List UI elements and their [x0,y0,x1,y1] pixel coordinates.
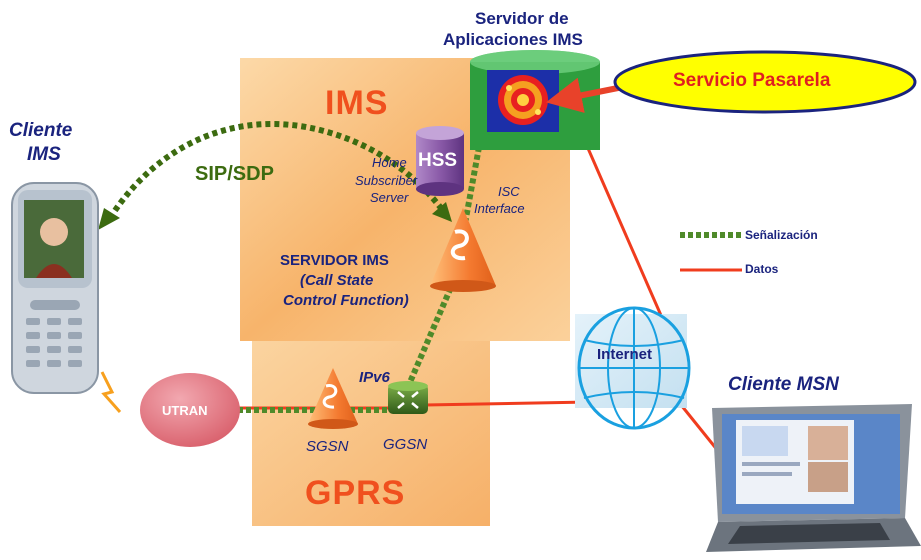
app-server [470,50,600,150]
ggsn-label: GGSN [383,436,428,453]
ggsn-router [388,381,428,414]
ims-server-line3: Control Function) [283,292,409,309]
ims-title: IMS [325,84,389,122]
sgsn-label: SGSN [306,438,349,455]
internet-globe [575,306,691,430]
gprs-title: GPRS [305,474,406,512]
ims-client-line2: IMS [27,144,61,165]
mobile-phone-icon [11,182,99,394]
internet-label: Internet [597,346,653,363]
utran-label: UTRAN [162,403,208,418]
gateway-arrow [545,77,629,114]
hss-label: HSS [418,150,458,171]
app-server-title-line1: Servidor de [475,9,569,28]
data-line-appserver-internet [578,129,665,321]
lightning-icon [100,371,122,413]
sip-arc-head-left [98,208,120,230]
hss-database [416,126,464,196]
gateway-service-ellipse [613,50,917,114]
utran-ellipse [140,373,240,447]
ims-server-line1: SERVIDOR IMS [280,252,389,269]
hss-desc-line2: Subscriber [355,173,418,188]
sgsn-cone [308,368,358,429]
ipv6-label: IPv6 [359,369,390,386]
laptop-icon [706,404,921,552]
cscf-cone [430,208,496,292]
sip-sdp-arc [107,121,447,220]
hss-desc-line3: Server [370,190,409,205]
data-line-ggsn-internet [424,400,591,407]
isc-line1: ISC [498,184,520,199]
msn-client-label: Cliente MSN [728,374,839,395]
sip-arc-head-right [432,202,452,222]
app-server-title-line2: Aplicaciones IMS [443,30,583,49]
legend-signaling-label: Señalización [745,228,818,242]
gateway-service-label: Servicio Pasarela [673,70,831,91]
gprs-box [252,341,490,526]
isc-line2: Interface [474,201,525,216]
legend-data-label: Datos [745,262,779,276]
ims-server-line2: (Call State [300,272,374,289]
ims-client-line1: Cliente [9,120,73,141]
hss-desc-line1: Home [372,155,407,170]
sip-sdp-label: SIP/SDP [195,163,274,185]
